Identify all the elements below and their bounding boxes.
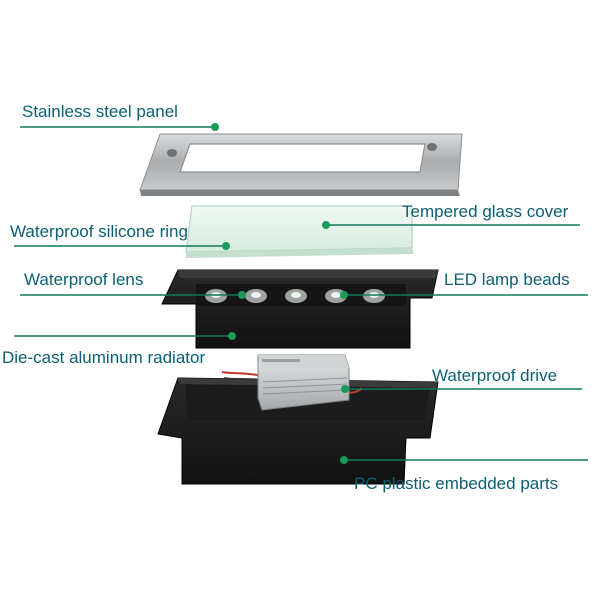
leader-dot-waterproof-silicone-ring: [222, 242, 230, 250]
label-stainless-steel-panel: Stainless steel panel: [22, 102, 178, 121]
label-waterproof-silicone-ring: Waterproof silicone ring: [10, 222, 188, 241]
leader-dot-tempered-glass-cover: [322, 221, 330, 229]
led-bead: [245, 289, 267, 303]
led-bead: [363, 289, 385, 303]
leader-dot-waterproof-drive: [341, 385, 349, 393]
label-die-cast-aluminum-radiator: Die-cast aluminum radiator: [2, 348, 206, 367]
led-bead: [205, 289, 227, 303]
leader-dot-die-cast-aluminum-radiator: [228, 332, 236, 340]
leader-dot-stainless-steel-panel: [211, 123, 219, 131]
label-waterproof-lens: Waterproof lens: [24, 270, 144, 289]
leader-dot-pc-plastic-embedded-parts: [340, 456, 348, 464]
tempered-glass-cover: [185, 205, 414, 258]
label-led-lamp-beads: LED lamp beads: [444, 270, 570, 289]
leader-dot-led-lamp-beads: [340, 291, 348, 299]
leader-lines: [14, 123, 588, 464]
stainless-steel-panel: [139, 133, 463, 196]
led-bead: [285, 289, 307, 303]
waterproof-drive: [221, 354, 363, 411]
label-waterproof-drive: Waterproof drive: [432, 366, 558, 385]
leader-dot-waterproof-lens: [238, 291, 246, 299]
led-lamp-beads: [205, 289, 385, 303]
label-tempered-glass-cover: Tempered glass cover: [402, 202, 569, 221]
label-pc-plastic-embedded-parts: PC plastic embedded parts: [354, 474, 559, 493]
